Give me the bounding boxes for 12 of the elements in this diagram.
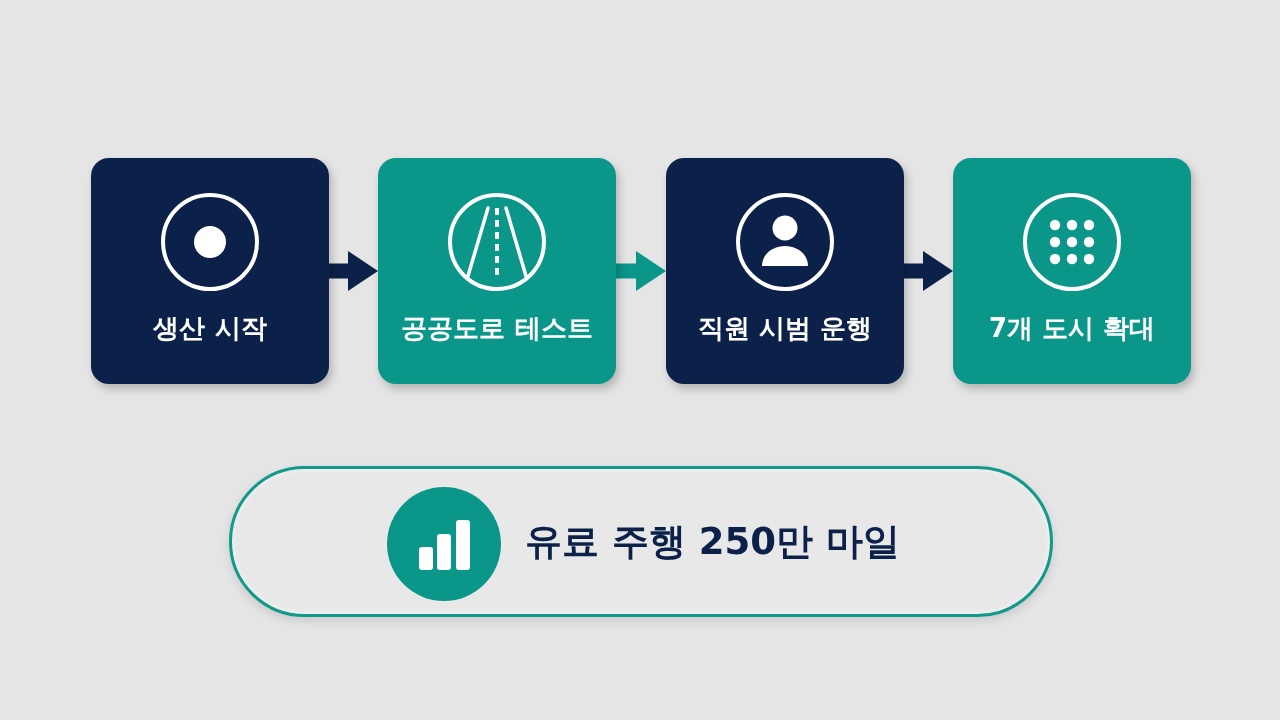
step-box (953, 158, 1191, 384)
step-box (378, 158, 616, 384)
arrow (329, 251, 378, 291)
summary-text: 유료 주행 250만 마일 (525, 519, 900, 565)
step-box (91, 158, 329, 384)
step-label: 7개 도시 확대 (988, 312, 1156, 345)
step-label: 직원 시범 운행 (697, 312, 873, 345)
step-label: 공공도로 테스트 (401, 312, 593, 345)
step-label: 생산 시작 (153, 312, 267, 345)
arrow (904, 251, 953, 291)
step-box (666, 158, 904, 384)
arrow (616, 251, 666, 291)
